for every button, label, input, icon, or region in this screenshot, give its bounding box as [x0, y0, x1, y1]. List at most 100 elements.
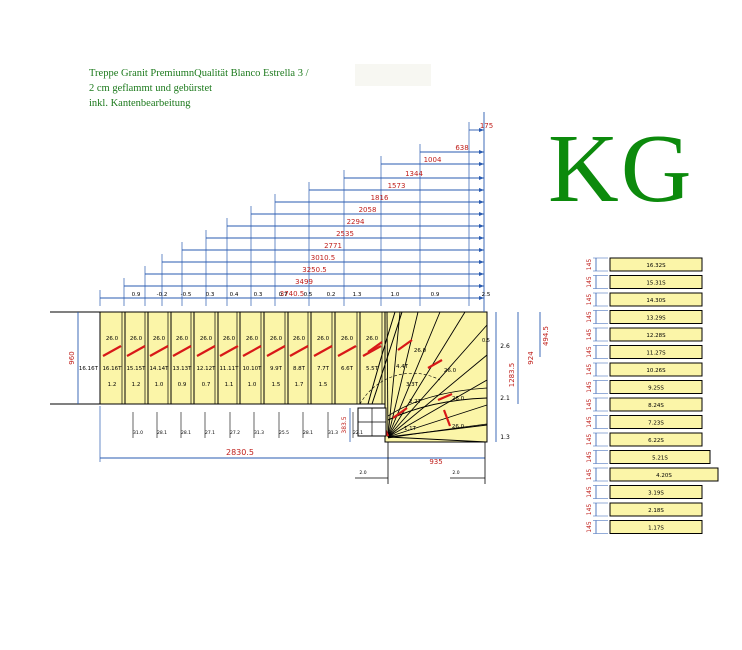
tread-label: 6.6T — [341, 366, 354, 372]
tread-gap-value: 0.2 — [327, 292, 336, 298]
winder-fan-line — [387, 311, 466, 438]
drawing-title-line-2: 2 cm geflammt und gebürstet — [89, 83, 213, 94]
part-label: 14.30S — [646, 298, 666, 304]
tread-gap-value: 0.4 — [230, 292, 239, 298]
winder-fan-line — [387, 311, 401, 438]
dimension-value: 3250.5 — [302, 266, 327, 274]
part-height-value: 145 — [586, 469, 593, 481]
overhang-label: 1.0 — [248, 382, 257, 388]
tread-label: 9.9T — [270, 366, 283, 372]
dimension-arrow — [479, 224, 484, 228]
tread-label: 8.8T — [293, 366, 306, 372]
dimension-value: 3499 — [295, 278, 313, 286]
tread-gap-value: 0.7 — [279, 292, 288, 298]
part-label: 9.25S — [648, 386, 664, 392]
part-bar — [609, 467, 719, 482]
winder-curve — [387, 423, 488, 439]
dimension-arrow — [479, 128, 484, 132]
overhang-label: 1.1 — [225, 382, 234, 388]
stair-width-value: 960 — [68, 351, 76, 364]
cut-mark — [337, 345, 357, 357]
winder-tread-label: 2.2T — [409, 399, 422, 405]
tread-label: 10.10T — [242, 366, 262, 372]
total-height-value: 1283.5 — [508, 363, 516, 388]
cut-mark — [242, 345, 262, 357]
dimension-arrow — [479, 200, 484, 204]
part-label: 7.23S — [648, 421, 664, 427]
winder-curve — [367, 311, 396, 405]
tread-label: 7.7T — [317, 366, 330, 372]
cut-mark — [196, 345, 216, 357]
dimension-value: 2058 — [359, 206, 377, 214]
dimension-value: 3740.5 — [280, 290, 305, 298]
overhang-label: 0.9 — [178, 382, 187, 388]
riser-height-value: 27.2 — [230, 430, 240, 436]
tread-gap-value: -0.5 — [181, 292, 192, 298]
tread-depth-label: 26.0 — [153, 336, 166, 342]
dimension-value: 3010.5 — [311, 254, 336, 262]
dimension-arrow — [479, 188, 484, 192]
post-value: 0.5 — [482, 338, 490, 344]
part-bar — [609, 292, 703, 307]
tread-depth-label: 26.0 — [293, 336, 306, 342]
small-dim-value: 2.0 — [452, 470, 459, 476]
tread-gap-value: 0.3 — [206, 292, 215, 298]
part-bar — [609, 502, 703, 517]
overhang-label: 1.0 — [155, 382, 164, 388]
part-bar — [609, 275, 703, 289]
tread-label: 12.12T — [196, 366, 216, 372]
part-height-value: 145 — [586, 399, 593, 411]
part-bar — [609, 327, 703, 342]
part-height-value: 145 — [586, 521, 593, 533]
winder-fan-line — [387, 324, 488, 438]
riser-height-value: 31.0 — [133, 430, 143, 436]
dimension-value: 175 — [480, 122, 493, 130]
part-label: 4.20S — [656, 473, 672, 479]
tread-depth-label: 26.0 — [176, 336, 189, 342]
dimension-value: 1344 — [405, 170, 423, 178]
part-label: 16.32S — [646, 263, 666, 269]
cut-mark — [313, 345, 333, 357]
tread-depth-label: 26.0 — [366, 336, 379, 342]
tread-depth-label: 26.0 — [270, 336, 283, 342]
riser-height-value: 28.1 — [303, 430, 313, 436]
winder-depth-label: 26.0 — [452, 396, 465, 402]
part-label: 15.31S — [646, 281, 666, 287]
part-bar — [609, 345, 703, 359]
winder-fan-line — [386, 311, 389, 438]
tread-label: 16.16T — [102, 366, 122, 372]
tread-depth-label: 26.0 — [200, 336, 213, 342]
tread-depth-label: 26.0 — [130, 336, 143, 342]
dimension-value: 1004 — [424, 156, 442, 164]
overhang-label: 1.2 — [108, 382, 117, 388]
riser-height-value: 25.5 — [279, 430, 289, 436]
part-bar — [609, 432, 703, 447]
cut-mark — [172, 345, 192, 357]
dimension-arrow — [479, 236, 484, 240]
dimension-value: 638 — [455, 144, 468, 152]
part-bar — [609, 520, 703, 534]
tread-label: 15.15T — [126, 366, 146, 372]
dimension-arrow — [479, 260, 484, 264]
winder-fan-line — [387, 354, 488, 438]
part-label: 5.21S — [652, 456, 668, 462]
gap-value: 2.1 — [500, 395, 510, 402]
part-label: 3.19S — [648, 491, 664, 497]
riser-height-value: 27.1 — [205, 430, 215, 436]
cut-mark — [266, 345, 286, 357]
dimension-arrow — [479, 150, 484, 154]
part-height-value: 145 — [586, 504, 593, 516]
cut-mark — [427, 359, 443, 369]
part-label: 10.26S — [646, 368, 666, 374]
dimension-arrow — [479, 176, 484, 180]
tread-gap-value: 0.5 — [304, 292, 313, 298]
part-bar — [609, 450, 711, 464]
tread-depth-label: 26.0 — [106, 336, 119, 342]
drawing-title-line-3: inkl. Kantenbearbeitung — [89, 98, 191, 109]
dimension-value: 1573 — [388, 182, 406, 190]
cut-mark — [437, 392, 453, 402]
part-bar — [609, 397, 703, 412]
tread-depth-label: 26.0 — [246, 336, 259, 342]
part-bar — [609, 485, 703, 499]
